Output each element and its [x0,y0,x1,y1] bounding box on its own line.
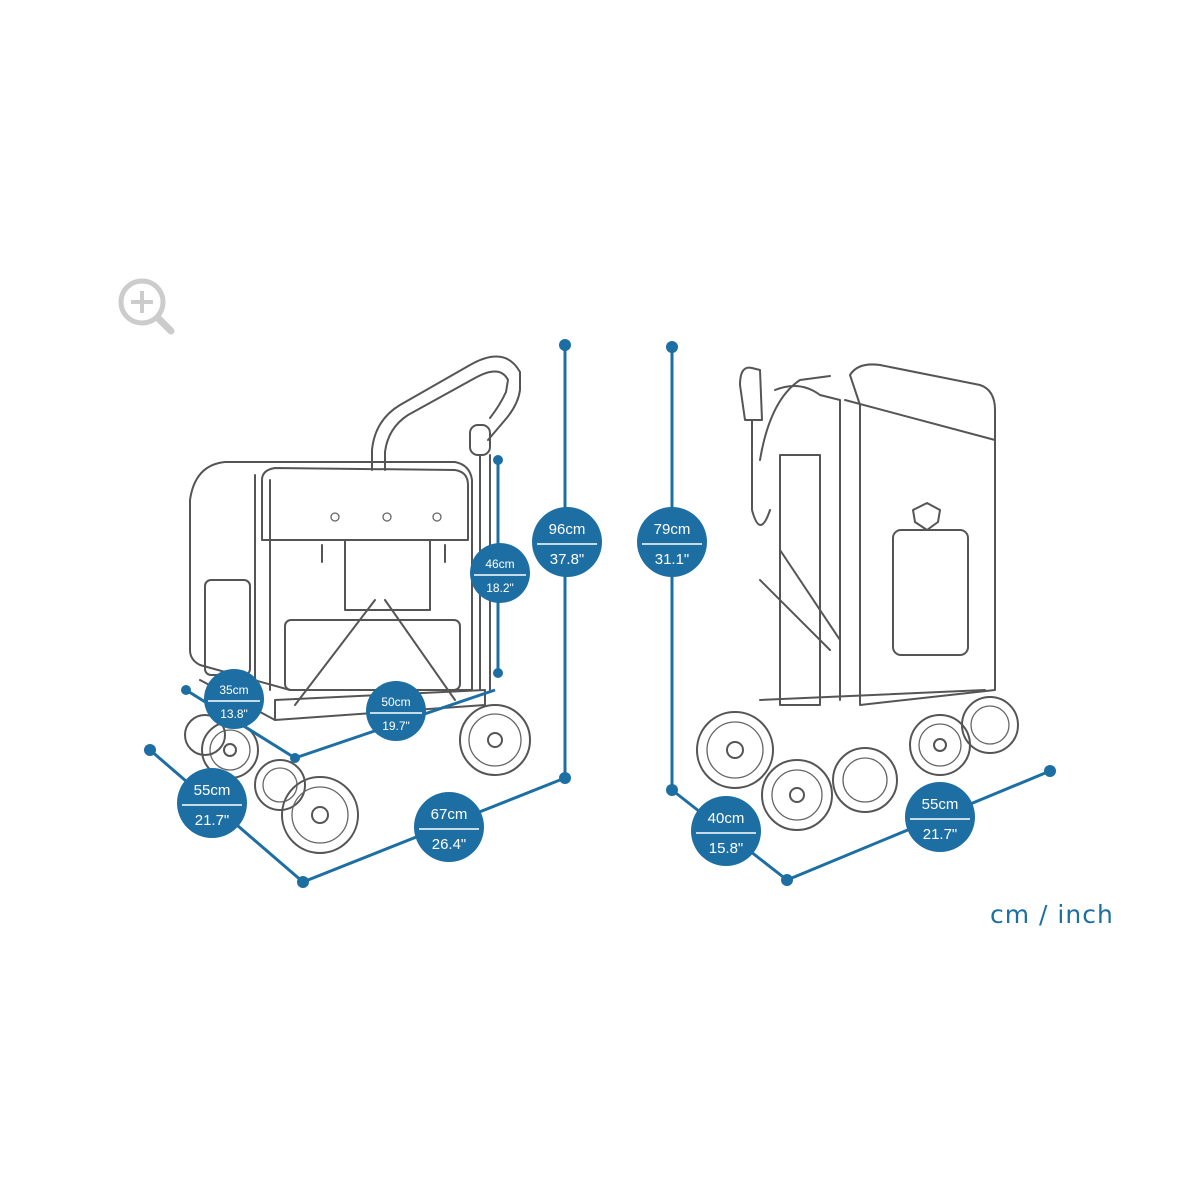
inner-length-cm-label: 50cm [381,695,410,709]
badge-inner-depth: 35cm 13.8" [204,669,264,729]
inner-depth-cm-label: 35cm [219,683,248,697]
height-cm-label: 96cm [549,521,586,538]
zoom-in-icon[interactable] [118,278,175,335]
folded-stroller-illustration [696,363,1019,831]
folded-width-cm-label: 55cm [922,796,959,813]
badge-depth-folded: 40cm 15.8" [691,796,761,866]
folded-height-cm-label: 79cm [654,521,691,538]
folded-width-inch-label: 21.7" [923,826,958,843]
handle-cm-label: 46cm [485,557,514,571]
length-cm-label: 67cm [431,806,468,823]
inner-depth-inch-label: 13.8" [220,707,248,721]
handle-inch-label: 18.2" [486,581,514,595]
badge-width-unfolded: 55cm 21.7" [177,768,247,838]
height-inch-label: 37.8" [550,551,585,568]
badge-height-folded: 79cm 31.1" [637,507,707,577]
badge-width-folded: 55cm 21.7" [905,782,975,852]
badge-length-unfolded: 67cm 26.4" [414,792,484,862]
folded-depth-cm-label: 40cm [708,810,745,827]
length-inch-label: 26.4" [432,836,467,853]
inner-length-inch-label: 19.7" [382,719,410,733]
folded-depth-inch-label: 15.8" [709,840,744,857]
units-label: cm / inch [990,900,1114,929]
width-cm-label: 55cm [194,782,231,799]
folded-wheels [696,696,1019,831]
badge-handle-to-base: 46cm 18.2" [470,543,530,603]
badge-height-unfolded: 96cm 37.8" [532,507,602,577]
folded-height-inch-label: 31.1" [655,551,690,568]
badge-inner-length: 50cm 19.7" [366,681,426,741]
width-inch-label: 21.7" [195,812,230,829]
unfolded-stroller-illustration [184,355,531,854]
unfolded-wheels [184,704,531,854]
